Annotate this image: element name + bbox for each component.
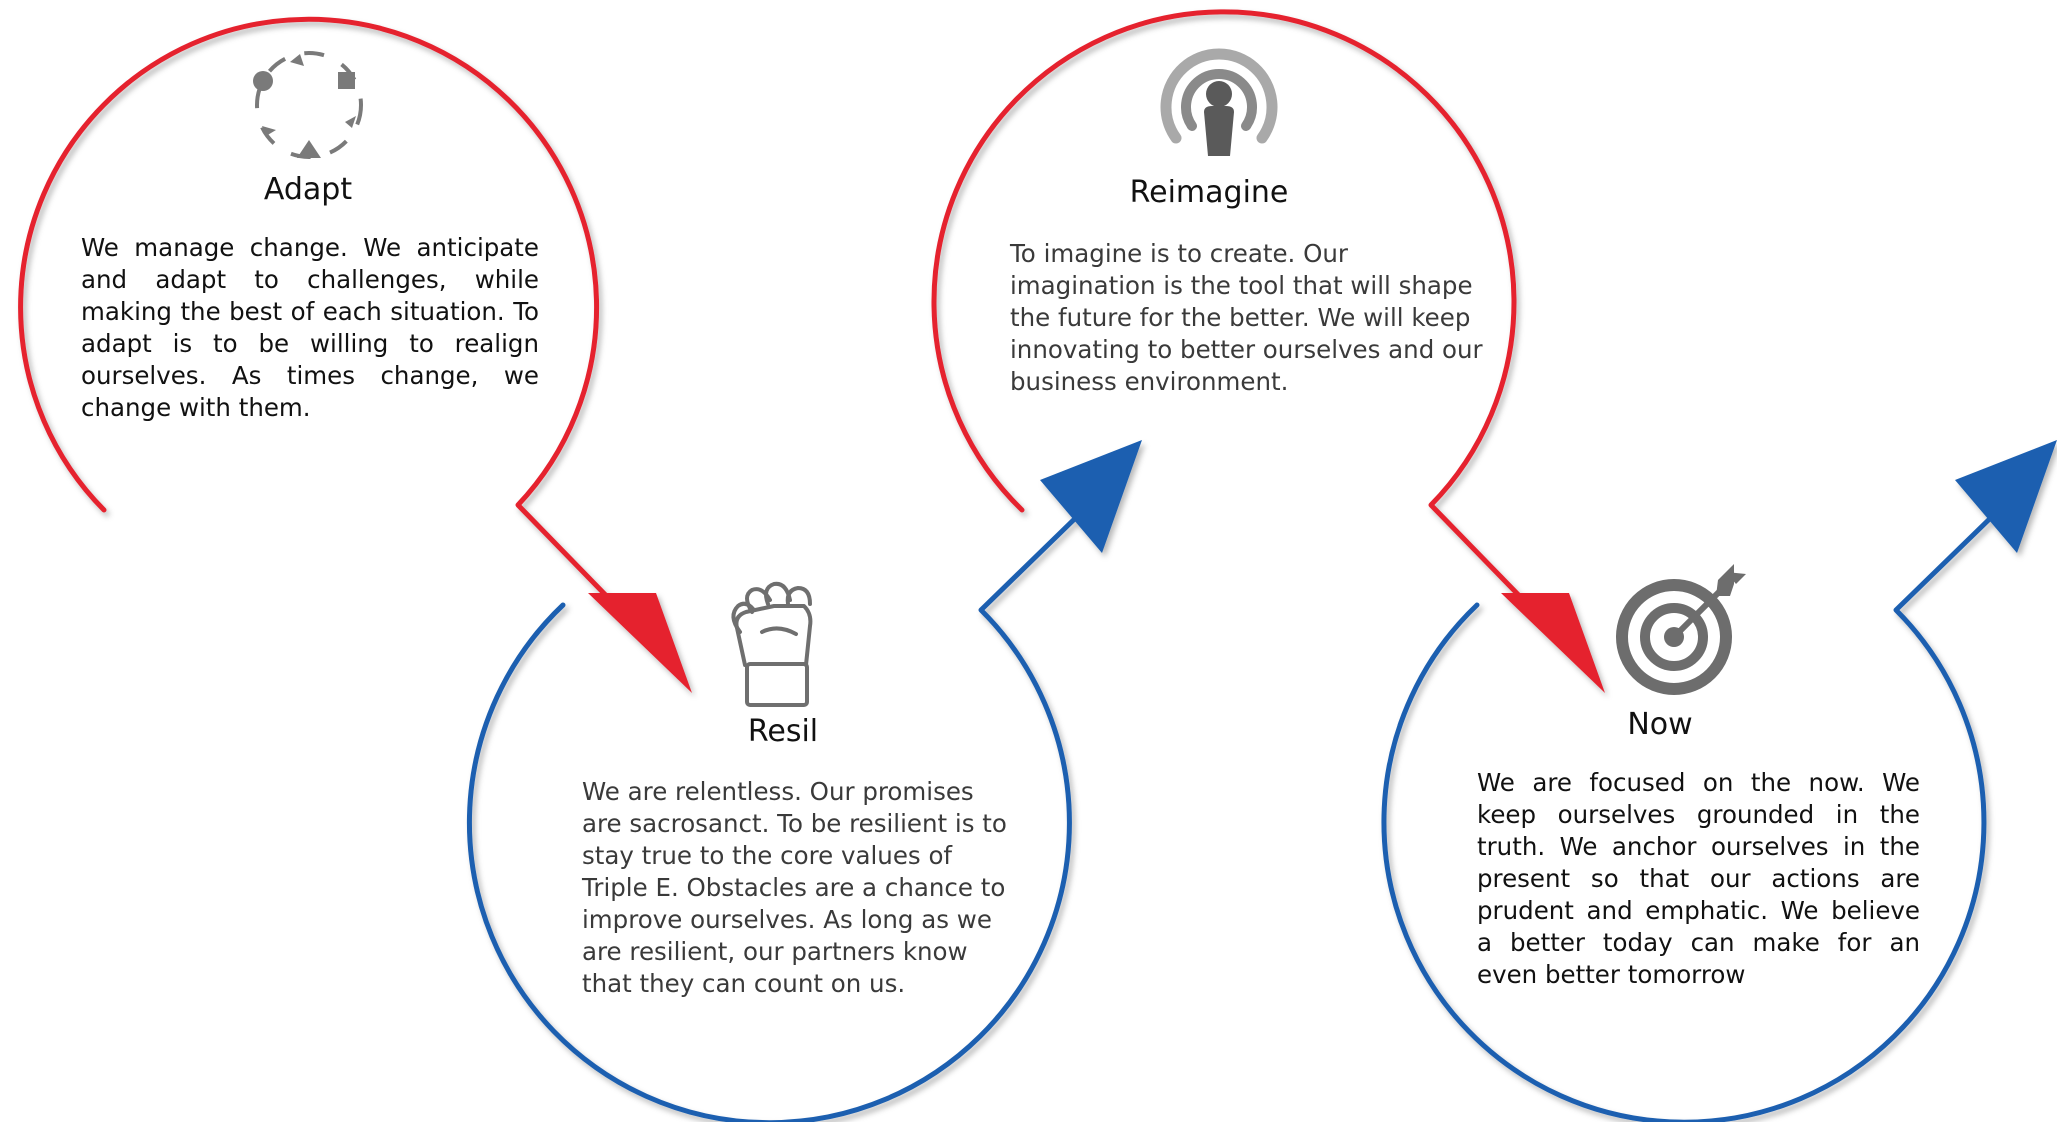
now-ring-arc — [1381, 499, 2010, 1122]
cycle-icon — [253, 51, 363, 159]
resil-arrowhead — [1040, 440, 1142, 553]
now-title: Now — [1627, 707, 1693, 742]
adapt-body: We manage change. We anticipate and adap… — [81, 233, 539, 422]
reimagine-title: Reimagine — [1129, 175, 1289, 210]
resil-body: We are relentless. Our promises are sacr… — [582, 777, 1007, 998]
reimagine-ring — [931, 9, 1605, 693]
reimagine-ring-arc — [931, 9, 1540, 617]
resil-ring — [466, 440, 1142, 1122]
resil-ring-arc — [466, 499, 1095, 1122]
reimagine-arrowhead — [1501, 593, 1605, 693]
reimagine-body: To imagine is to create. Our imagination… — [1010, 239, 1483, 396]
fist-icon — [731, 581, 813, 707]
now-ring — [1381, 440, 2057, 1122]
podcast-icon — [1160, 48, 1278, 156]
target-icon — [1616, 564, 1746, 695]
adapt-ring-arc — [18, 16, 627, 617]
adapt-ring — [18, 16, 692, 693]
now-body: We are focused on the now. We keep ourse… — [1477, 768, 1920, 989]
adapt-arrowhead — [588, 593, 692, 693]
resil-title: Resil — [747, 714, 819, 749]
adapt-title: Adapt — [263, 172, 353, 207]
now-arrowhead — [1955, 440, 2057, 553]
